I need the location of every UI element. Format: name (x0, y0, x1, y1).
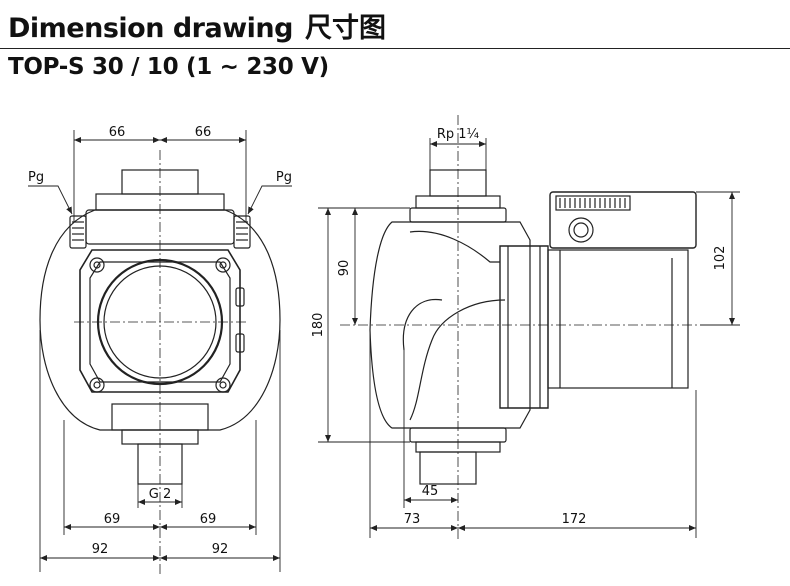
side-view (340, 115, 700, 540)
pg-label-right: Pg (276, 170, 292, 185)
dim-66-right: 66 (195, 125, 212, 140)
connection-label: Rp 1¼ (437, 127, 480, 142)
dim-69-left: 69 (104, 512, 121, 527)
side-pump-housing (369, 221, 531, 429)
front-view (39, 150, 281, 575)
page-title: Dimension drawing (8, 13, 293, 44)
page-title-chinese: 尺寸图 (304, 13, 386, 44)
thread-label: G 2 (149, 487, 171, 502)
front-bolt (215, 377, 231, 393)
dim-172: 172 (562, 512, 587, 527)
dim-90: 90 (337, 260, 352, 277)
dim-45: 45 (422, 484, 439, 499)
front-housing-outline (39, 209, 281, 431)
side-dimensions (318, 138, 740, 538)
front-bolt (89, 257, 105, 273)
dim-92-left: 92 (92, 542, 109, 557)
side-volute (402, 230, 506, 421)
side-bottom-fitting (419, 451, 477, 485)
dim-92-right: 92 (212, 542, 229, 557)
front-dimensions (28, 130, 292, 572)
dim-180: 180 (311, 313, 326, 338)
pg-label-left: Pg (28, 170, 44, 185)
front-bolt (89, 377, 105, 393)
dim-102: 102 (713, 246, 728, 271)
side-dimension-labels: Rp 1¼ 180 90 102 45 73 172 (311, 127, 728, 527)
model-subtitle: TOP-S 30 / 10 (1 ~ 230 V) (8, 54, 329, 80)
title-divider (0, 48, 790, 49)
front-bolt (215, 257, 231, 273)
side-pump-head (499, 245, 549, 409)
side-terminal-box (549, 191, 697, 249)
front-pg-gland-left (69, 215, 87, 249)
front-pg-gland-right (233, 215, 251, 249)
dim-66-left: 66 (109, 125, 126, 140)
dim-69-right: 69 (200, 512, 217, 527)
side-motor-body (547, 249, 689, 389)
title-row: Dimension drawing 尺寸图 (8, 6, 386, 45)
header: Dimension drawing 尺寸图 TOP-S 30 / 10 (1 ~ … (0, 0, 790, 90)
front-pump-body (79, 249, 241, 393)
side-speed-dial (568, 217, 594, 243)
front-dimension-labels: 66 66 Pg Pg G 2 69 69 92 92 (28, 125, 292, 557)
dim-73: 73 (404, 512, 421, 527)
